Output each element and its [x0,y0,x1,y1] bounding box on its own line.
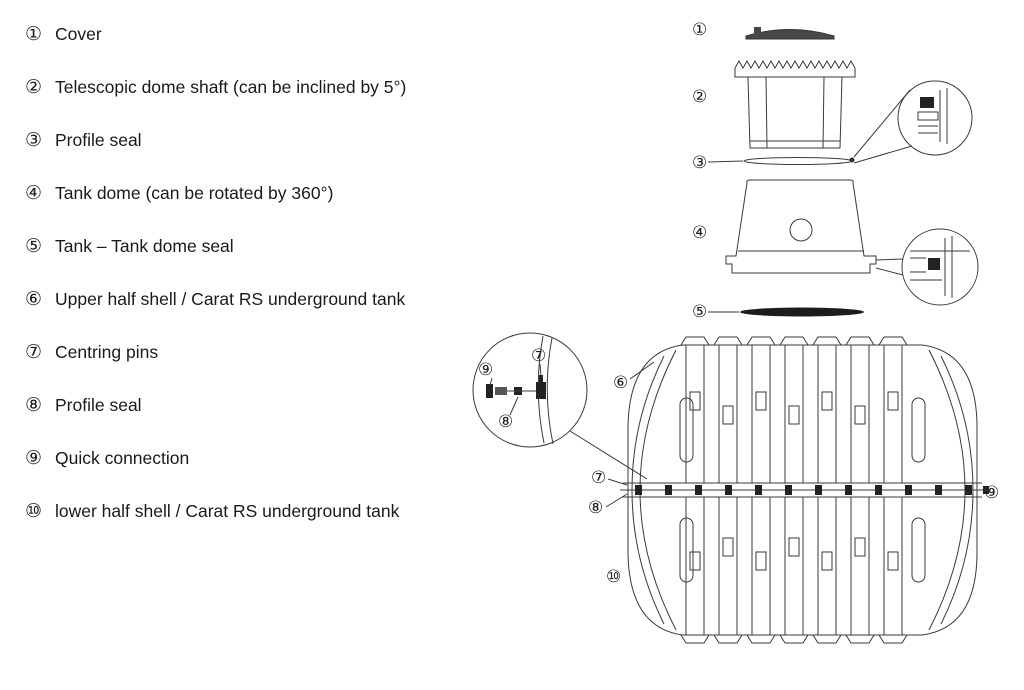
exploded-diagram [472,27,990,644]
part-label: Tank dome (can be rotated by 360°) [55,183,334,203]
callout-6: ⑥ [613,373,629,392]
part-item-tank-dome: ④ Tank dome (can be rotated by 360°) [25,181,465,206]
part-item-profile-seal-upper: ③ Profile seal [25,128,465,153]
part-number: ③ [25,130,43,151]
part-number: ② [25,77,43,98]
part-item-tank-dome-seal: ⑤ Tank – Tank dome seal [25,234,465,259]
part-item-cover: ① Cover [25,22,465,47]
part-item-profile-seal-lower: ⑧ Profile seal [25,393,465,418]
part-item-centring-pins: ⑦ Centring pins [25,340,465,365]
callout-detail-7: ⑦ [531,346,547,365]
dome-shaft-drawing [734,59,856,149]
tank-ribs-upper [685,345,903,483]
tank-dome-drawing [725,179,877,274]
part-label: Cover [55,24,102,44]
callout-5: ⑤ [692,302,708,321]
part-number: ⑤ [25,236,43,257]
callout-9: ⑨ [984,483,1000,502]
part-number: ⑨ [25,448,43,469]
part-label: Tank – Tank dome seal [55,236,234,256]
detail-circle-shaft-seal [853,80,973,164]
callout-2: ② [692,87,708,106]
callout-detail-9: ⑨ [478,360,494,379]
part-number: ④ [25,183,43,204]
part-number: ① [25,24,43,45]
part-number: ⑩ [25,501,43,522]
part-label: Centring pins [55,342,159,362]
callout-3: ③ [692,153,708,172]
part-label: lower half shell / Carat RS underground … [55,501,400,521]
detail-circle-dome-seal [875,228,979,306]
part-item-dome-shaft: ② Telescopic dome shaft (can be inclined… [25,75,465,100]
part-label: Profile seal [55,130,142,150]
callout-8: ⑧ [588,498,604,517]
callout-detail-8: ⑧ [498,412,514,431]
part-label: Upper half shell / Carat RS underground … [55,289,406,309]
part-label: Telescopic dome shaft (can be inclined b… [55,77,407,97]
callout-10: ⑩ [606,567,622,586]
part-label: Profile seal [55,395,142,415]
tank-dome-seal-drawing [740,307,864,317]
part-item-quick-connection: ⑨ Quick connection [25,446,465,471]
part-label: Quick connection [55,448,190,468]
part-item-upper-half-shell: ⑥ Upper half shell / Carat RS undergroun… [25,287,465,312]
tank-ribs-lower [685,497,903,635]
parts-list: ① Cover ② Telescopic dome shaft (can be … [25,22,465,552]
callout-7: ⑦ [591,468,607,487]
seam-flange [620,482,989,498]
leader-lines [605,160,990,508]
callout-1: ① [692,20,708,39]
cover-drawing [745,27,835,40]
detail-circle-centring-pin [472,332,648,480]
part-item-lower-half-shell: ⑩ lower half shell / Carat RS undergroun… [25,499,465,524]
tank-body-drawing [620,336,989,644]
part-number: ⑧ [25,395,43,416]
callout-4: ④ [692,223,708,242]
part-number: ⑥ [25,289,43,310]
part-number: ⑦ [25,342,43,363]
profile-seal-drawing [743,157,855,165]
